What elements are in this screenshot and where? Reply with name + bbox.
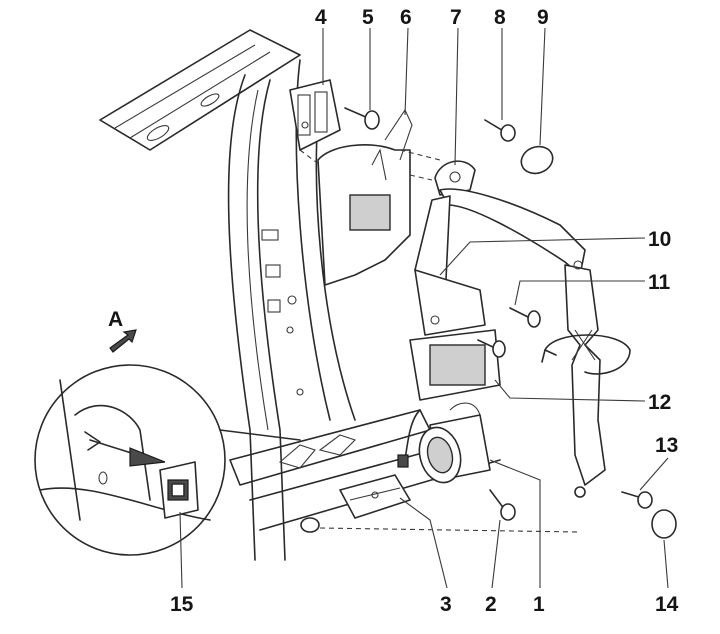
belt-upper-guide	[434, 160, 476, 196]
callout-10: 10	[648, 228, 671, 251]
callout-11: 11	[648, 271, 671, 294]
assembly-lines	[299, 149, 579, 533]
callout-4: 4	[315, 6, 327, 29]
cover-cap-14	[651, 509, 677, 539]
callout-numbers: 4 5 6 7 8 9 10 11 12 13 14 1 2 3 15 A	[108, 6, 679, 616]
bolt-13	[574, 486, 653, 509]
detail-view-a	[34, 364, 301, 556]
callout-6: 6	[400, 6, 412, 29]
leader-lines	[179, 27, 669, 589]
callout-14: 14	[655, 593, 679, 616]
bolt-11	[477, 307, 541, 358]
callout-2: 2	[485, 593, 497, 616]
cover-cap-9	[520, 145, 554, 175]
retractor-1	[397, 402, 491, 484]
height-adjuster-bracket	[289, 79, 341, 151]
retractor-plate	[409, 269, 501, 401]
view-direction-arrow	[109, 329, 137, 353]
pillar-trim-panel	[317, 108, 413, 286]
callout-7: 7	[450, 6, 462, 29]
callout-5: 5	[362, 6, 374, 29]
callout-15: 15	[170, 593, 194, 616]
bolt-2	[489, 489, 516, 521]
callout-8: 8	[494, 6, 506, 29]
view-label-a: A	[108, 308, 123, 331]
callout-12: 12	[648, 391, 671, 414]
callout-3: 3	[440, 593, 452, 616]
callout-13: 13	[655, 434, 678, 457]
belt-webbing	[439, 188, 631, 486]
plug	[300, 517, 320, 533]
bolt-5	[344, 107, 380, 130]
callout-1: 1	[533, 593, 545, 616]
callout-9: 9	[537, 6, 549, 29]
bolt-8	[484, 119, 516, 142]
floor-bracket-3	[339, 474, 411, 519]
